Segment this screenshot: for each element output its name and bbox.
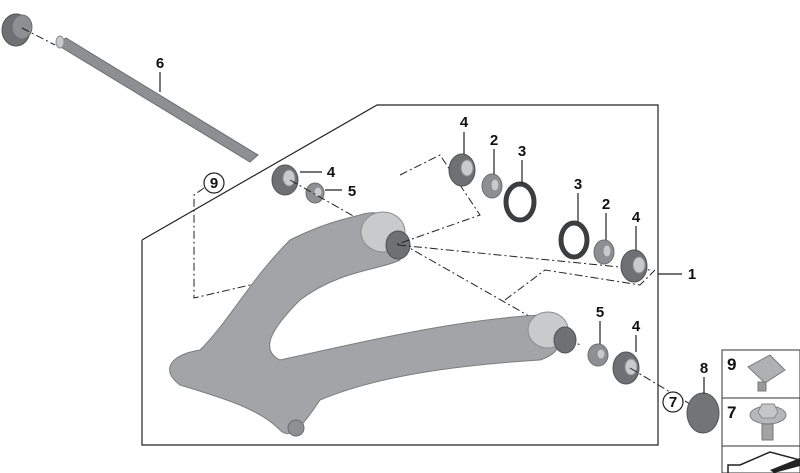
ref-9-circle [203,172,225,194]
legend-panel: 9 7 [721,349,800,473]
callout-2-top: 2 [490,132,498,149]
ref-7-circle [662,391,684,413]
bearing-left-part [271,164,299,196]
callout-4-bottom: 4 [632,318,641,335]
pivot-bolt-part [55,35,259,163]
shim-icon [727,451,800,473]
axis-line [21,27,56,46]
bearing-right-part [620,249,648,283]
callout-4-right: 4 [632,209,641,226]
clip-nut-icon [747,354,786,392]
callout-1: 1 [688,266,696,283]
callout-ref-9: 9 [210,175,218,192]
callout-8: 8 [700,360,708,377]
assembly-frame [141,104,659,446]
callout-4-top: 4 [460,114,469,131]
callout-5-bottom: 5 [596,304,604,321]
flange-bolt-icon [749,403,787,441]
callout-3-top: 3 [518,143,526,160]
bearing-top-part [448,153,476,187]
callout-6: 6 [156,55,164,72]
end-cap-part [1,13,33,47]
spacer-left-part [305,182,325,204]
seal-right-part [558,220,590,260]
seal-top-part [503,181,537,223]
spacer-top-part [481,173,503,199]
spacer-bottom-part [587,343,609,367]
bearing-bottom-part [612,351,640,385]
spacer-right-part [593,239,615,265]
legend-number-7: 7 [727,403,736,422]
cap-part [686,392,720,434]
callout-ref-7: 7 [669,394,677,411]
callout-2-right: 2 [602,196,610,213]
callout-5-left: 5 [348,183,356,200]
legend-number-9: 9 [727,355,736,374]
callout-4-left: 4 [327,164,336,181]
callout-3-right: 3 [574,176,582,193]
swing-arm-part [169,211,577,437]
